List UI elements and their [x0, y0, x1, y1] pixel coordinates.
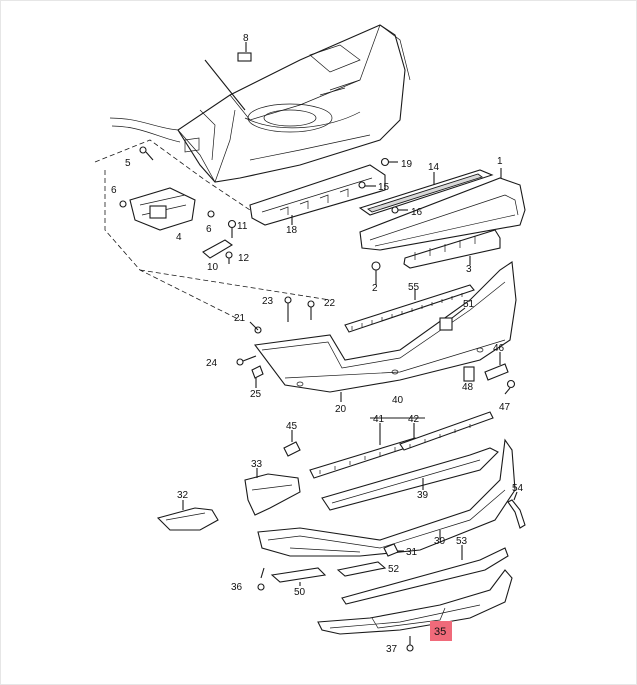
callout-6a: 6	[111, 185, 117, 196]
callout-2: 2	[372, 283, 378, 294]
callout-6b: 6	[206, 224, 212, 235]
callout-30: 30	[434, 536, 446, 547]
callout-14: 14	[428, 162, 440, 173]
callout-54: 54	[512, 483, 524, 494]
callout-18: 18	[286, 225, 298, 236]
callout-37: 37	[386, 644, 398, 655]
part-36-screw	[257, 567, 265, 591]
callout-25: 25	[250, 389, 262, 400]
part-53-strip	[341, 545, 509, 605]
callout-20: 20	[335, 404, 347, 415]
callout-1: 1	[497, 156, 503, 167]
part-32-reflector	[156, 500, 219, 531]
callout-5: 5	[125, 158, 131, 169]
parts-50-52-trims	[270, 561, 387, 586]
callout-48: 48	[462, 382, 474, 393]
callout-47: 47	[499, 402, 511, 413]
highlight-box-35	[430, 621, 452, 641]
callout-45: 45	[286, 421, 298, 432]
part-31-clip	[383, 543, 404, 557]
callout-55: 55	[408, 282, 420, 293]
part-51-clip	[439, 307, 466, 331]
callout-16: 16	[411, 207, 423, 218]
callout-52: 52	[388, 564, 400, 575]
part-55-strip	[344, 284, 475, 333]
part-45-clip	[283, 430, 301, 457]
part-39-carrier	[321, 447, 499, 511]
callout-15: 15	[378, 182, 390, 193]
part-1-bumper-beam	[359, 168, 526, 251]
left-bracket-assembly	[94, 139, 331, 321]
callout-40: 40	[392, 395, 404, 406]
part-54-strip	[507, 491, 526, 529]
callout-10: 10	[207, 262, 219, 273]
callout-42: 42	[408, 414, 420, 425]
part-33-bracket	[244, 468, 301, 516]
callout-24: 24	[206, 358, 218, 369]
callout-53: 53	[456, 536, 468, 547]
callout-21: 21	[234, 313, 246, 324]
callout-35-highlighted: 35	[434, 626, 446, 638]
callout-4: 4	[176, 232, 182, 243]
callout-31: 31	[406, 547, 418, 558]
callout-32: 32	[177, 490, 189, 501]
part-3-absorber	[403, 229, 501, 269]
callout-39: 39	[417, 490, 429, 501]
part-8-tag	[237, 42, 252, 62]
rails-40-42	[309, 411, 494, 479]
part-20-bumper-cover	[253, 261, 517, 402]
callout-33: 33	[251, 459, 263, 470]
callout-12: 12	[238, 253, 250, 264]
part-2-bolt	[371, 261, 381, 285]
part-37-screw	[406, 636, 414, 652]
callout-51: 51	[463, 299, 475, 310]
part-14-strip	[358, 169, 494, 216]
callout-41: 41	[373, 414, 385, 425]
part-30-lower-bumper	[257, 438, 516, 557]
fasteners-15-16-19	[358, 157, 408, 214]
callout-8: 8	[243, 33, 249, 44]
callout-22: 22	[324, 298, 336, 309]
callout-36: 36	[231, 582, 243, 593]
callout-3: 3	[466, 264, 472, 275]
callout-46: 46	[493, 343, 505, 354]
part-18-carrier	[249, 164, 386, 226]
part-35-spoiler	[317, 569, 513, 635]
callout-11: 11	[237, 221, 248, 232]
right-brackets-46-48	[463, 352, 516, 395]
vehicle-rear-body	[109, 24, 411, 183]
callout-labels: 8 1 14 19 15 16 18 3 2 5 6 6 4 11 10 12 …	[111, 33, 524, 655]
callout-50: 50	[294, 587, 306, 598]
callout-19: 19	[401, 159, 413, 170]
fasteners-21-25	[236, 296, 315, 388]
callout-23: 23	[262, 296, 274, 307]
